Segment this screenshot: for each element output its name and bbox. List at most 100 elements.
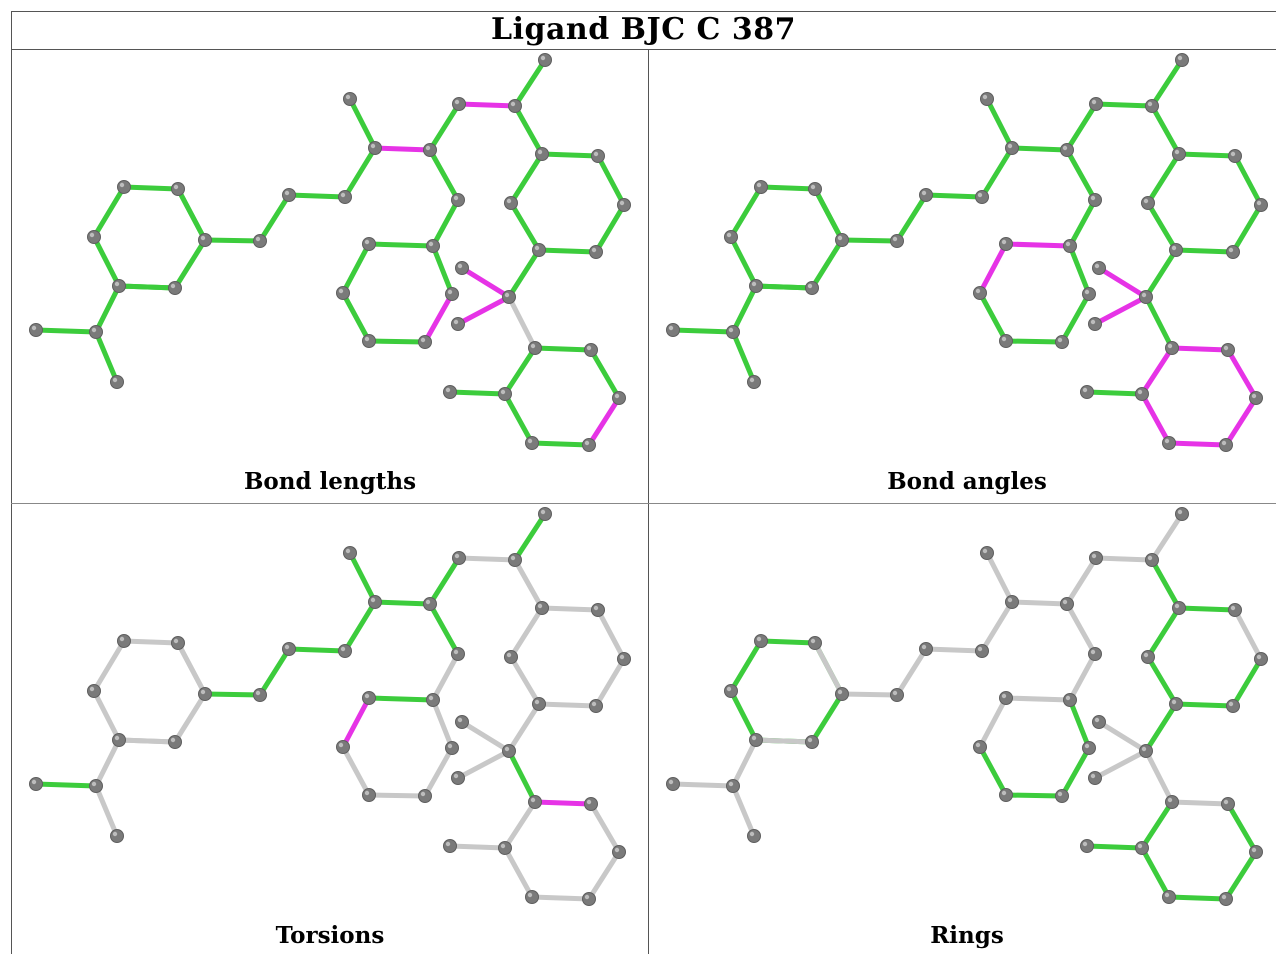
atom-highlight (284, 190, 290, 196)
panel-caption: Rings (930, 922, 1004, 949)
bond (595, 153, 627, 208)
atom (805, 735, 819, 749)
bond (366, 695, 436, 703)
atom-highlight (447, 289, 453, 295)
bond (1176, 605, 1238, 613)
atom-highlight (540, 55, 546, 61)
atom-highlight (726, 686, 732, 692)
bond (172, 691, 208, 745)
bond (1003, 792, 1065, 799)
atom (426, 239, 440, 253)
bond (116, 283, 178, 291)
bond (459, 719, 512, 754)
bond (502, 345, 538, 397)
atom-highlight (1001, 239, 1007, 245)
atom (805, 281, 819, 295)
atom (584, 797, 598, 811)
atom (426, 693, 440, 707)
atom-highlight (1228, 247, 1234, 253)
atom (617, 198, 631, 212)
bond (728, 234, 759, 289)
atom (666, 323, 680, 337)
bond (923, 192, 985, 200)
bond (1139, 391, 1172, 446)
atom-highlight (810, 184, 816, 190)
atom (1226, 699, 1240, 713)
bond (753, 283, 815, 291)
bond (1166, 894, 1229, 902)
atom (336, 740, 350, 754)
bond (839, 691, 900, 698)
atom-highlight (510, 101, 516, 107)
atom-highlight (726, 232, 732, 238)
atom (1089, 97, 1103, 111)
panel-rings: Rings (649, 504, 1276, 958)
bond (1145, 605, 1182, 660)
bond (1230, 656, 1264, 709)
atom-highlight (340, 192, 346, 198)
atom-highlight (1090, 195, 1096, 201)
bond (979, 599, 1015, 654)
atom-highlight (1174, 149, 1180, 155)
bond (809, 237, 845, 291)
atom (1088, 193, 1102, 207)
atom-highlight (453, 195, 459, 201)
atom-highlight (534, 699, 540, 705)
atom-highlight (200, 689, 206, 695)
atom-highlight (89, 686, 95, 692)
atom-highlight (170, 283, 176, 289)
atom (999, 788, 1013, 802)
bond (512, 511, 548, 563)
bond (93, 283, 122, 335)
atom-highlight (1228, 701, 1234, 707)
atom-highlight (1171, 245, 1177, 251)
atom (1228, 603, 1242, 617)
atom-highlight (591, 247, 597, 253)
atom (1172, 601, 1186, 615)
atom (368, 595, 382, 609)
atom (808, 636, 822, 650)
atom-highlight (527, 438, 533, 444)
bond (1093, 101, 1155, 109)
atom-highlight (1001, 693, 1007, 699)
atom (117, 634, 131, 648)
atom-highlight (1084, 743, 1090, 749)
bond (1003, 338, 1065, 345)
atom-highlight (530, 797, 536, 803)
atom-highlight (1143, 198, 1149, 204)
atom-highlight (370, 597, 376, 603)
bond (93, 783, 120, 839)
panel-caption: Bond angles (887, 468, 1047, 495)
atom-highlight (1230, 605, 1236, 611)
bond (447, 389, 508, 397)
bond (588, 801, 622, 855)
bond (347, 96, 378, 151)
bond (536, 701, 599, 709)
atom-highlight (364, 239, 370, 245)
atom (1088, 771, 1102, 785)
bond (1223, 395, 1259, 448)
atom-highlight (500, 843, 506, 849)
bond (93, 737, 122, 789)
atom-highlight (1174, 603, 1180, 609)
bond (447, 843, 508, 851)
atom (1219, 438, 1233, 452)
bond (532, 345, 594, 353)
atom-highlight (728, 781, 734, 787)
atom (1169, 243, 1183, 257)
atom (110, 829, 124, 843)
bond (502, 799, 538, 851)
atom (999, 237, 1013, 251)
molecule-diagram (29, 507, 631, 906)
atom (1165, 341, 1179, 355)
atom-highlight (506, 652, 512, 658)
bond (1067, 243, 1092, 297)
bond (728, 184, 764, 240)
bond (121, 638, 181, 646)
bond (257, 192, 292, 244)
atom (591, 149, 605, 163)
bond (33, 781, 99, 789)
atom (253, 234, 267, 248)
bond (532, 799, 594, 807)
atom (423, 597, 437, 611)
